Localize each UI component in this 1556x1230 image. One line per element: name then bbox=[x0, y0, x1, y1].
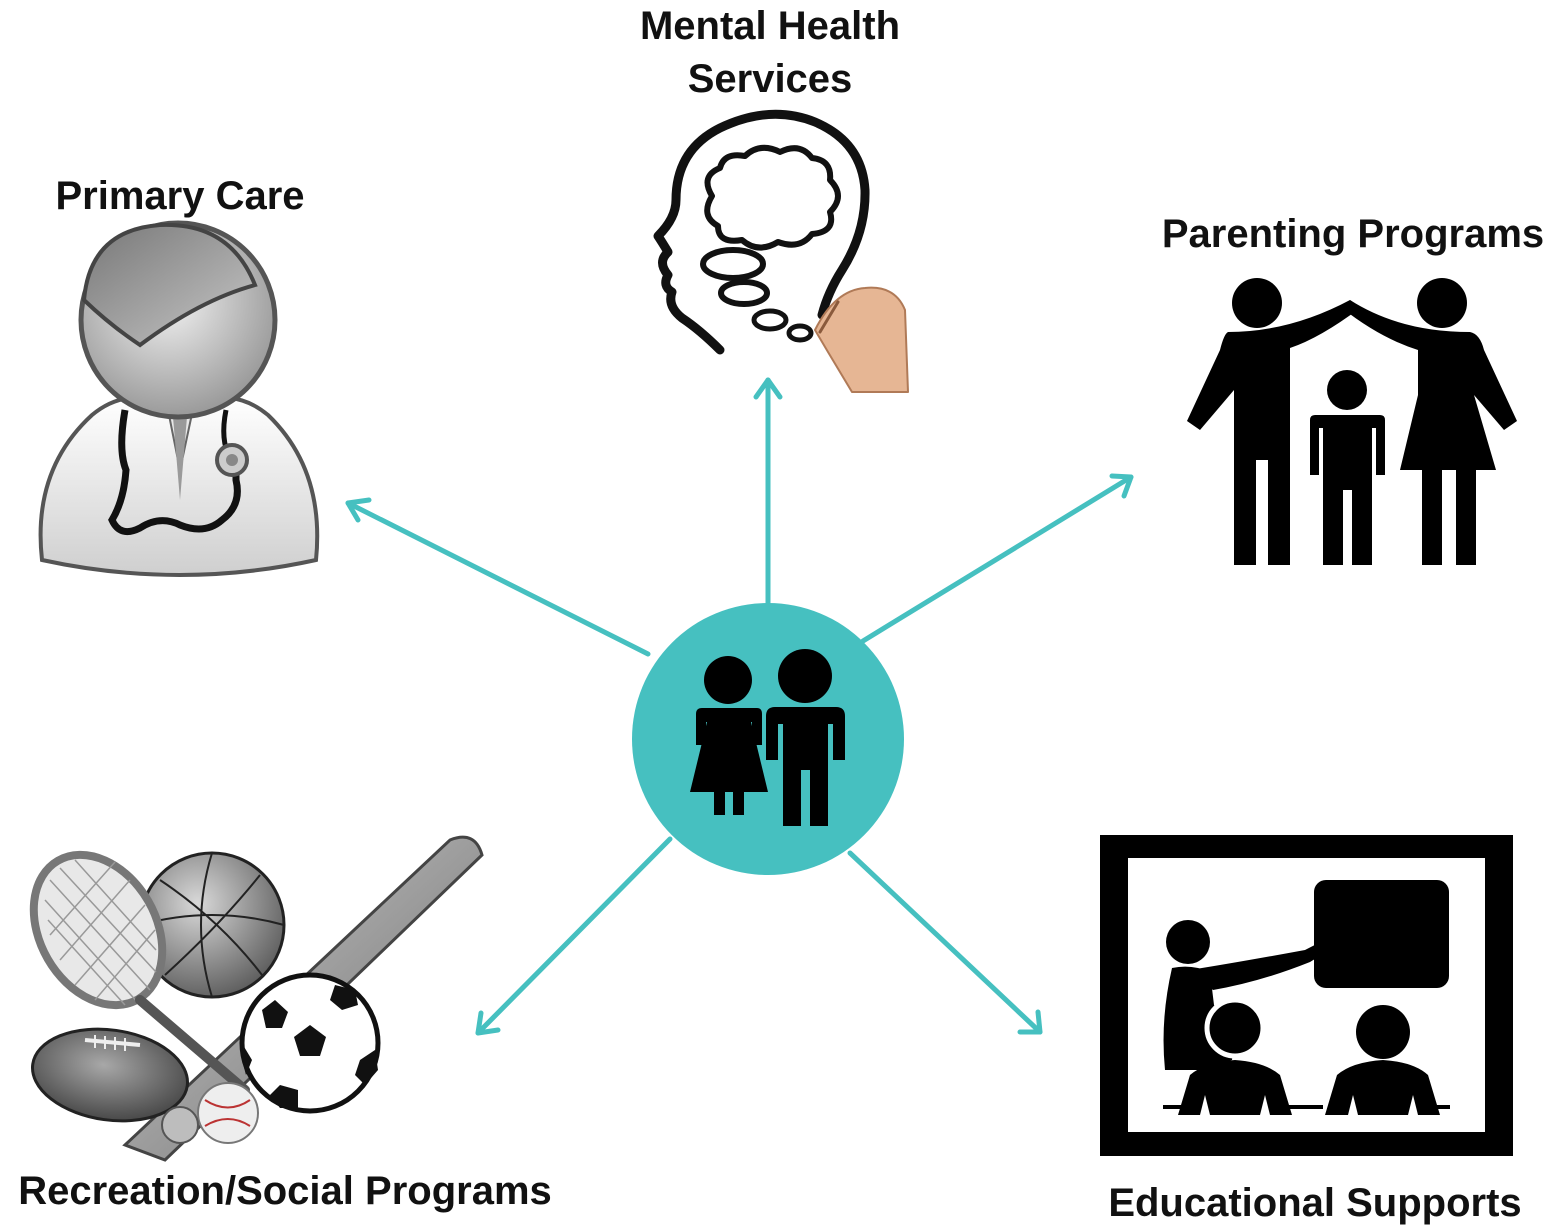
arrow-to-mental-health bbox=[753, 377, 783, 608]
label-educational-supports: Educational Supports bbox=[1108, 1181, 1522, 1225]
couple-figures-icon bbox=[690, 649, 845, 826]
label-recreation-social: Recreation/Social Programs bbox=[18, 1169, 552, 1213]
sports-balls-icon bbox=[29, 835, 484, 1162]
classroom-icon bbox=[1100, 835, 1513, 1156]
thought-head-icon bbox=[653, 109, 909, 393]
arrow-to-recreation bbox=[475, 836, 673, 1036]
arrow-to-primary-care bbox=[345, 497, 651, 657]
arrow-to-parenting bbox=[860, 473, 1134, 644]
label-primary-care: Primary Care bbox=[55, 174, 305, 218]
center-hub bbox=[632, 603, 904, 875]
arrow-group bbox=[345, 377, 1134, 1036]
doctor-icon bbox=[38, 220, 320, 577]
family-icon bbox=[1187, 278, 1517, 565]
label-mental-health: Mental Health Services bbox=[639, 4, 901, 101]
label-parenting-programs: Parenting Programs bbox=[1161, 212, 1545, 256]
arrow-to-educational bbox=[847, 850, 1043, 1035]
